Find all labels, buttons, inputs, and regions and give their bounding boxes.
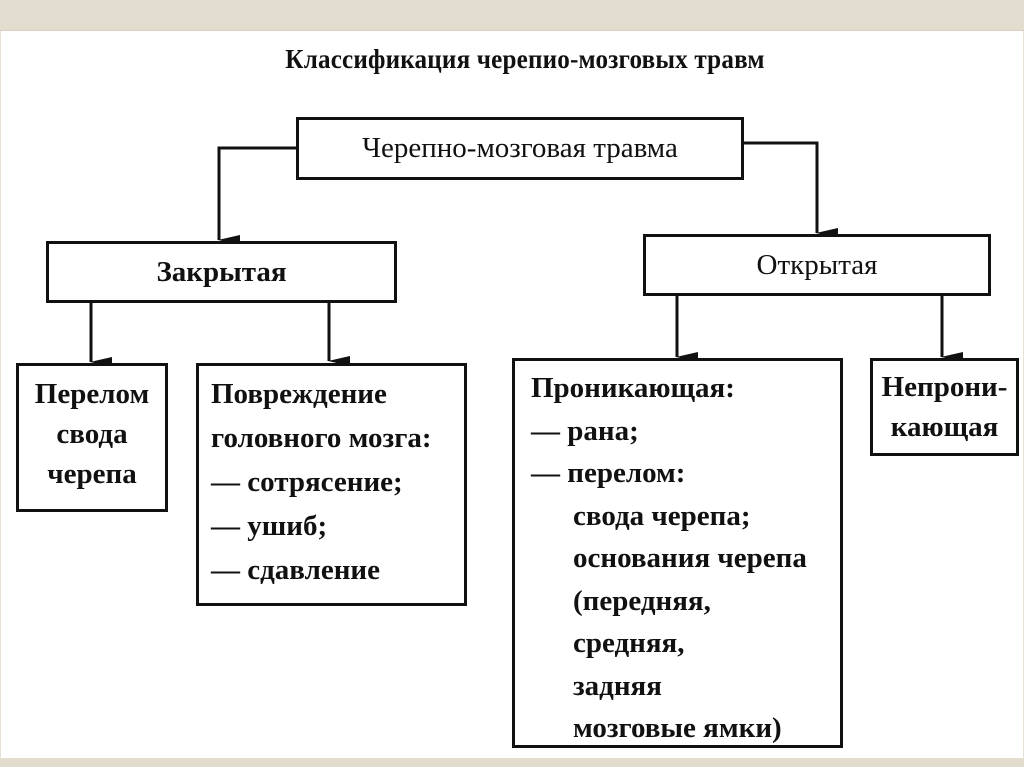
penetrating-line: мозговые ямки) — [573, 712, 782, 744]
closed-node: Закрытая — [46, 241, 397, 303]
brain-damage-node: Повреждение головного мозга: — сотрясени… — [196, 363, 467, 606]
root-node-label: Черепно-мозговая травма — [362, 132, 678, 164]
open-node: Открытая — [643, 234, 991, 296]
penetrating-line: средняя, — [573, 627, 685, 659]
slide-top-bar — [0, 0, 1024, 31]
closed-node-label: Закрытая — [156, 256, 287, 288]
penetrating-line: (передняя, — [573, 584, 711, 617]
penetrating-line: задняя — [573, 669, 662, 702]
non-penetrating-node: Непрони- кающая — [870, 358, 1019, 456]
penetrating-line: — перелом: — [531, 457, 686, 489]
brain-damage-line: головного мозга: — [211, 422, 432, 454]
penetrating-node: Проникающая: — рана; — перелом: свода че… — [512, 358, 843, 748]
brain-damage-line: — ушиб; — [211, 510, 328, 542]
diagram-title: Классификация черепио-мозговых травм — [285, 44, 765, 74]
non-penetrating-line: Непрони- — [881, 371, 1008, 403]
brain-damage-line: — сдавление — [211, 554, 381, 586]
vault-fracture-line: Перелом — [34, 378, 150, 410]
slide-bottom-bar — [0, 758, 1024, 767]
penetrating-line: свода черепа; — [573, 499, 751, 532]
root-node: Черепно-мозговая травма — [296, 117, 744, 180]
brain-damage-line: Повреждение — [211, 378, 387, 410]
penetrating-line: Проникающая: — [531, 372, 735, 404]
open-node-label: Открытая — [756, 249, 878, 281]
vault-fracture-node: Перелом свода черепа — [16, 363, 168, 512]
non-penetrating-line: кающая — [890, 411, 999, 443]
penetrating-line: — рана; — [531, 414, 639, 447]
vault-fracture-line: свода — [56, 418, 128, 450]
penetrating-line: основания черепа — [573, 542, 807, 574]
brain-damage-line: — сотрясение; — [211, 466, 403, 498]
vault-fracture-line: черепа — [47, 458, 137, 490]
